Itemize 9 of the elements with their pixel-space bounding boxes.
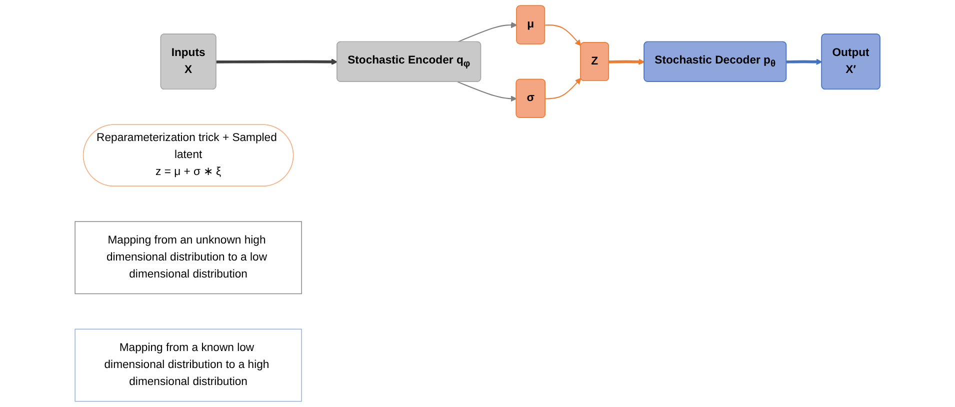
arrow — [216, 58, 338, 65]
arrow — [786, 58, 822, 65]
node-box: Mapping from an unknown high dimensional distribution to a low dimensional distribution — [74, 221, 302, 294]
node-box: Mapping from a known low dimensional distribution to a high dimensional distribution — [74, 328, 302, 402]
arrow — [609, 58, 645, 65]
arrow — [545, 24, 582, 46]
arrow — [457, 81, 517, 102]
arrow — [457, 22, 518, 43]
arrow — [545, 78, 582, 100]
